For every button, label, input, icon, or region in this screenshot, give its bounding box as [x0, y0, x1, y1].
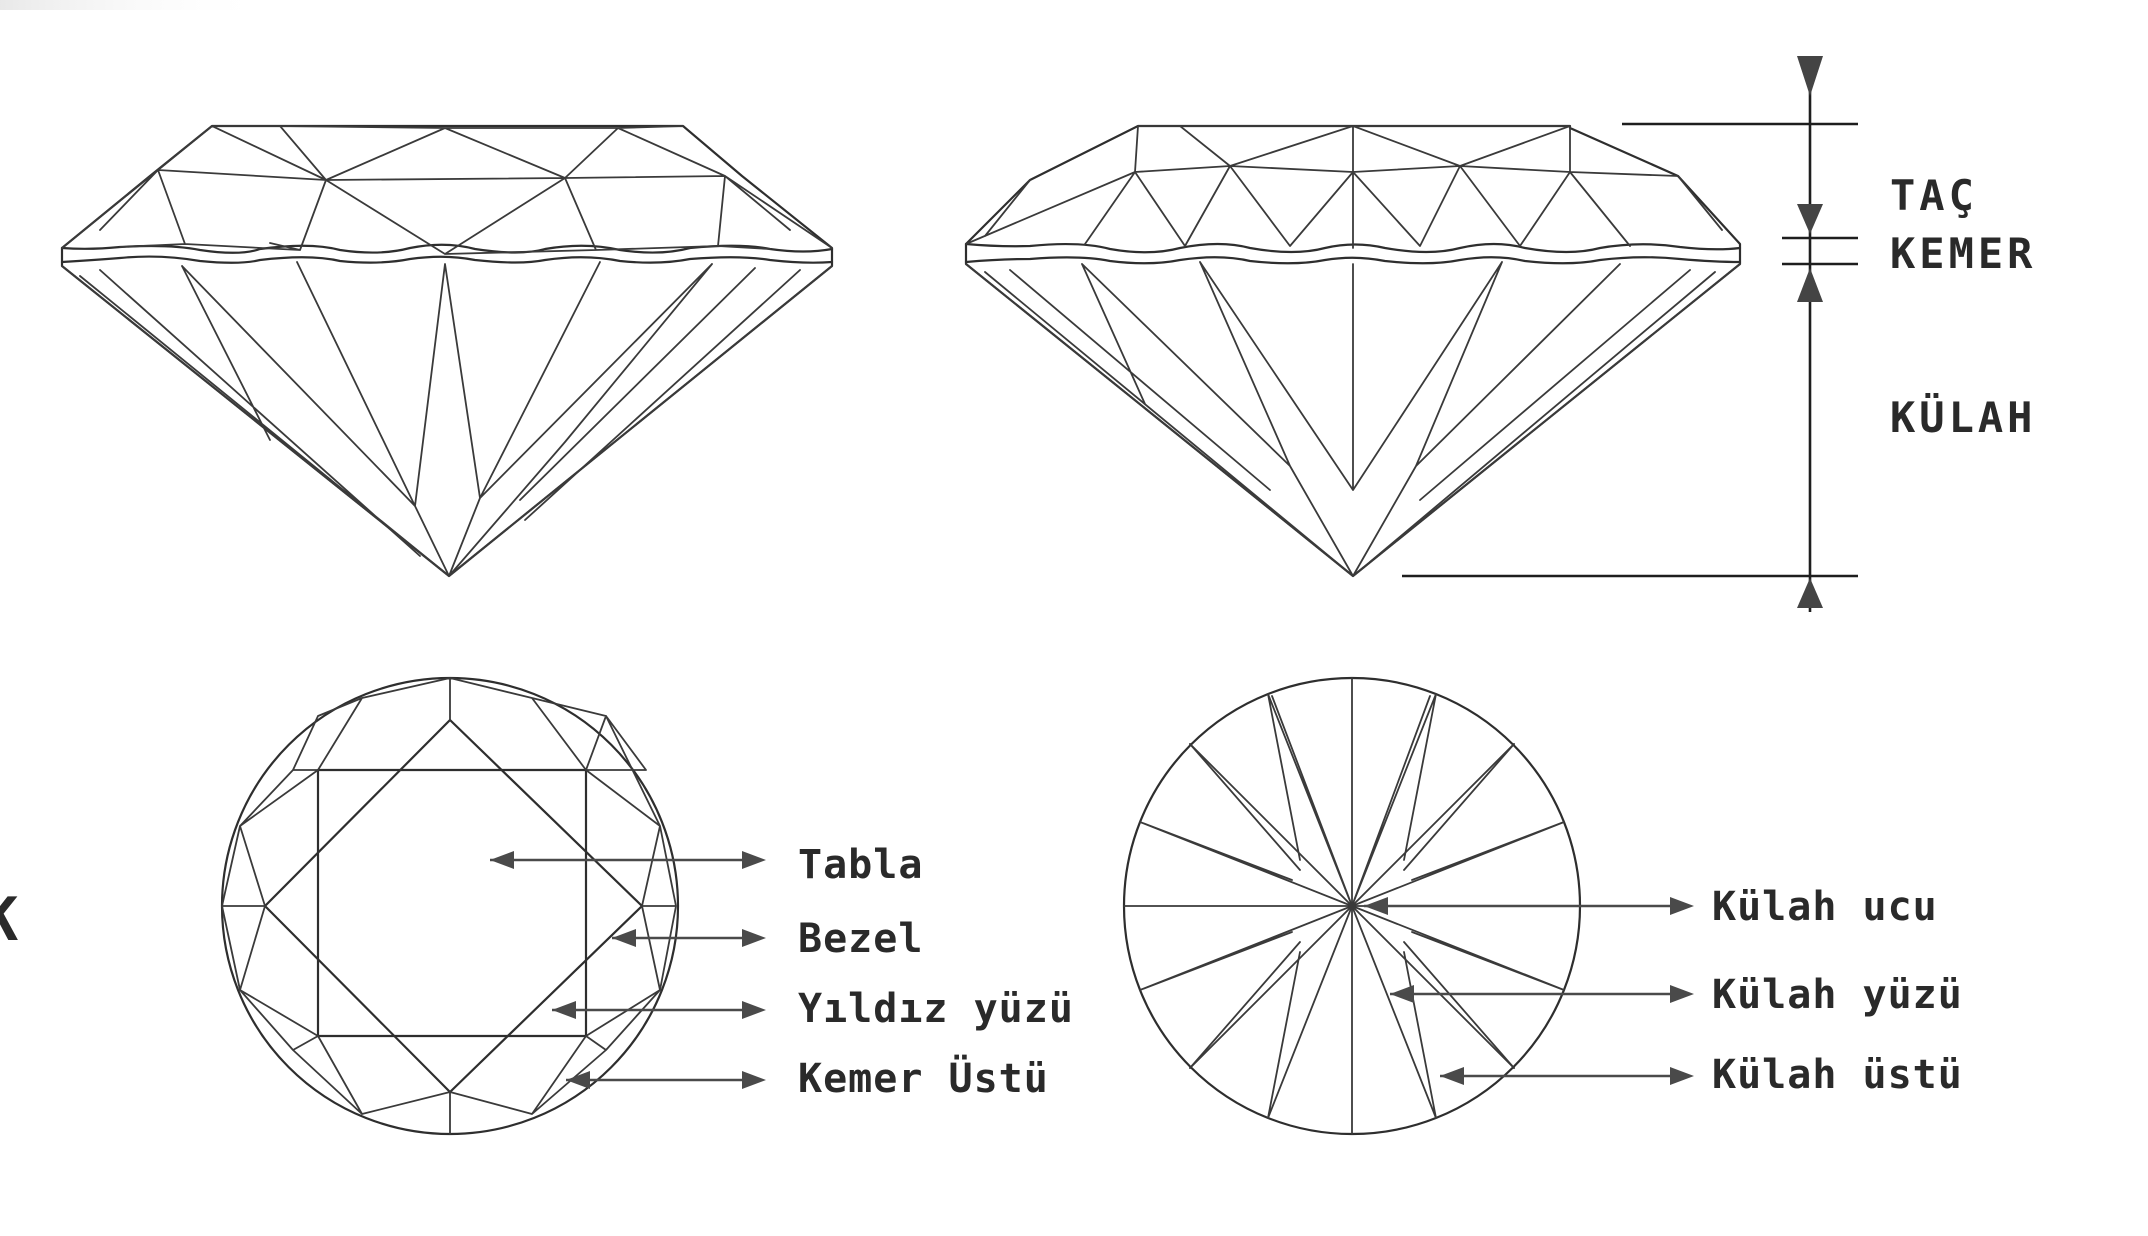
arrow-right-icon [742, 851, 766, 869]
pavilion-facets [965, 261, 1741, 577]
arrow-up-icon [1797, 578, 1823, 608]
crown-facets [61, 125, 833, 255]
table-label: Tabla [798, 842, 923, 888]
crown-facets [221, 677, 677, 1135]
arrow-up-icon [1797, 268, 1823, 302]
arrow-left-icon [612, 929, 636, 947]
arrow-left-icon [490, 851, 514, 869]
bottom-view-callouts: Külah ucu Külah yüzü Külah üstü [1364, 884, 1963, 1098]
pavilion-facets [61, 261, 833, 577]
upper-girdle-label: Kemer Üstü [798, 1054, 1049, 1102]
girdle-band [964, 242, 1742, 254]
girdle-label: KEMER [1890, 229, 2036, 278]
dimension-lines [1402, 56, 1858, 612]
arrow-right-icon [1670, 897, 1694, 915]
star-facet-label: Yıldız yüzü [798, 986, 1074, 1032]
arrow-left-icon [1440, 1067, 1464, 1085]
lower-girdle-label: Külah üstü [1712, 1052, 1963, 1098]
top-left-shade [0, 0, 270, 10]
arrow-down-icon [1797, 56, 1823, 96]
arrow-right-icon [742, 1071, 766, 1089]
table-square [316, 768, 588, 1038]
pavilion-label: KÜLAH [1890, 392, 2036, 442]
diamond-side-view-left [60, 124, 834, 578]
girdle-band-lower [964, 256, 1742, 265]
arrow-down-icon [1797, 204, 1823, 234]
edge-glyph: K [0, 885, 18, 955]
arrow-right-icon [742, 1001, 766, 1019]
diamond-top-view [220, 676, 680, 1136]
pavilion-stars [1139, 693, 1565, 1119]
outline [60, 124, 834, 578]
crown-facets [965, 125, 1723, 249]
arrow-right-icon [1670, 985, 1694, 1003]
outline-circle [220, 676, 680, 1136]
pavilion-main-label: Külah yüzü [1712, 972, 1963, 1018]
bezel-label: Bezel [798, 916, 923, 962]
arrow-left-icon [1390, 985, 1414, 1003]
arrow-left-icon [566, 1071, 590, 1089]
culet-label: Külah ucu [1712, 884, 1938, 930]
side-view-labels: TAÇ KEMER KÜLAH [1890, 171, 2036, 442]
arrow-left-icon [552, 1001, 576, 1019]
girdle-band [60, 243, 834, 254]
arrow-left-icon [1364, 897, 1388, 915]
diamond-side-view-right [964, 124, 1742, 578]
crown-label: TAÇ [1890, 171, 1978, 220]
arrow-right-icon [1670, 1067, 1694, 1085]
girdle-band-lower [60, 255, 834, 264]
top-view-callouts: Tabla Bezel Yıldız yüzü Kemer Üstü [490, 842, 1074, 1102]
arrow-right-icon [742, 929, 766, 947]
